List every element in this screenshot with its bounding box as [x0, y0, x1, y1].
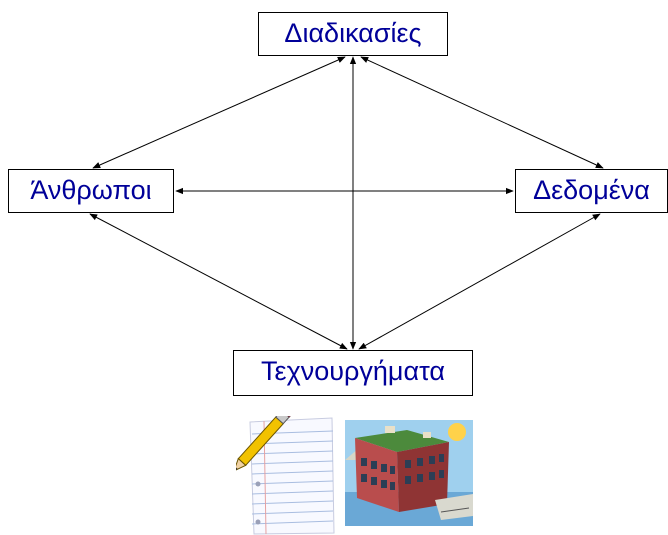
edge-top-right [360, 56, 604, 169]
edge-top-left [92, 56, 346, 169]
node-procedures: Διαδικασίες [258, 12, 448, 56]
edge-left-bottom [89, 213, 348, 350]
edge-right-bottom [358, 213, 601, 350]
building-icon [345, 420, 473, 526]
node-artifacts: Τεχνουργήματα [233, 350, 473, 396]
notepad-pencil-icon [236, 416, 335, 535]
node-people: Άνθρωποι [8, 169, 174, 213]
node-data: Δεδομένα [515, 169, 668, 213]
